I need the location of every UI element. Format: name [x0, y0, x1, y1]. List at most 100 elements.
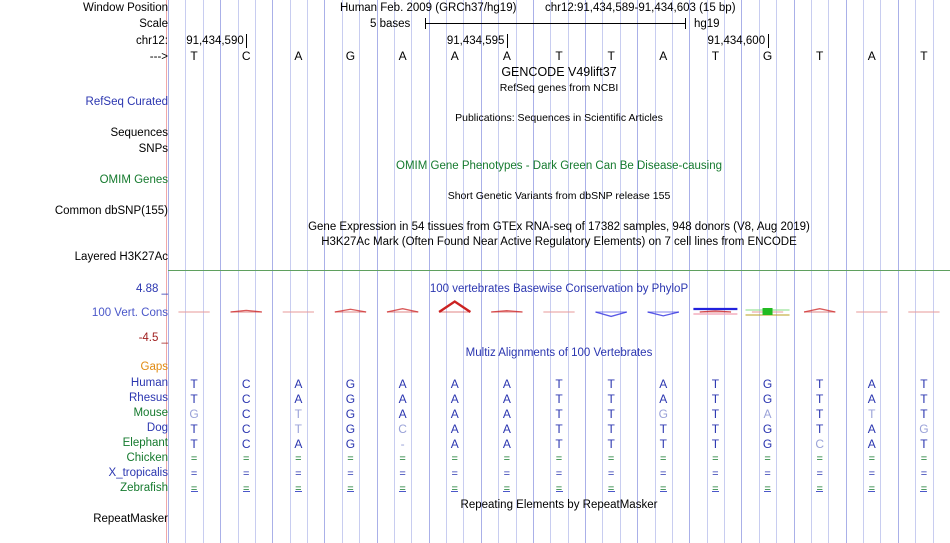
species-label-chicken[interactable]: Chicken — [126, 451, 168, 464]
label-refseq-curated[interactable]: RefSeq Curated — [85, 96, 168, 108]
alignment-base: = — [451, 453, 458, 465]
alignment-base: A — [502, 422, 511, 436]
alignment-base: = — [503, 453, 511, 465]
position-label: chr12:91,434,589-91,434,603 (15 bp) — [545, 2, 736, 14]
alignment-base: = — [555, 453, 563, 465]
alignment-base: = — [660, 483, 667, 495]
alignment-base: = — [920, 468, 928, 480]
alignment-base: A — [450, 377, 459, 391]
alignment-base: G — [762, 392, 773, 406]
label-gaps[interactable]: Gaps — [140, 361, 169, 373]
species-label-elephant[interactable]: Elephant — [122, 436, 168, 449]
caption-repeats: Repeating Elements by RepeatMasker — [460, 499, 658, 511]
alignment-base: = — [242, 453, 250, 465]
alignment-base: T — [815, 377, 824, 391]
alignment-base: T — [607, 392, 615, 406]
alignment-base: = — [555, 483, 563, 495]
alignment-base: C — [241, 377, 251, 391]
repeat-tick — [503, 491, 511, 492]
label-scale: Scale — [139, 18, 168, 30]
phylop-bar — [386, 308, 419, 313]
alignment-base: = — [660, 468, 667, 480]
alignment-base: = — [607, 468, 615, 480]
species-label-dog[interactable]: Dog — [146, 421, 168, 434]
reference-base: A — [398, 49, 407, 63]
alignment-base: A — [398, 407, 407, 421]
reference-base: T — [711, 49, 720, 63]
phylop-bar — [595, 311, 627, 318]
species-label-zebrafish[interactable]: Zebrafish — [120, 481, 168, 494]
alignment-base: = — [399, 453, 406, 465]
alignment-base: T — [555, 422, 563, 436]
alignment-base: T — [555, 392, 563, 406]
alignment-base: = — [868, 453, 876, 465]
alignment-base: G — [658, 407, 668, 421]
reference-base: A — [450, 49, 459, 63]
reference-base: A — [294, 49, 303, 63]
repeatmasker-row — [168, 489, 950, 495]
alignment-base: C — [241, 437, 251, 451]
label-cons-track[interactable]: 100 Vert. Cons — [91, 307, 168, 319]
alignment-base: = — [503, 483, 511, 495]
phylop-bar — [230, 309, 262, 313]
label-common-dbsnp[interactable]: Common dbSNP(155) — [54, 205, 168, 217]
phylop-green-block — [762, 308, 773, 315]
alignment-base: A — [867, 392, 876, 406]
alignment-base: T — [711, 392, 720, 406]
label-repeatmasker[interactable]: RepeatMasker — [93, 513, 168, 525]
alignment-base: G — [345, 422, 356, 436]
alignment-base: T — [711, 407, 720, 421]
alignment-row: =============== — [168, 482, 950, 497]
label-window-position: Window Position — [82, 2, 168, 14]
label-strand-arrow: ---> — [149, 51, 168, 63]
alignment-base: = — [503, 468, 511, 480]
reference-base: T — [815, 49, 824, 63]
ruler-tick — [506, 34, 508, 48]
alignment-base: = — [555, 468, 563, 480]
species-label-rhesus[interactable]: Rhesus — [129, 391, 168, 404]
alignment-base: A — [398, 377, 407, 391]
alignment-base: A — [450, 422, 459, 436]
alignment-row: =============== — [168, 467, 950, 482]
repeat-tick — [190, 491, 198, 492]
repeat-tick — [242, 491, 250, 492]
alignment-base: = — [712, 468, 719, 480]
label-sequences[interactable]: Sequences — [110, 127, 168, 139]
phylop-conservation-plot — [168, 270, 950, 344]
alignment-base: = — [399, 468, 406, 480]
alignment-base: A — [398, 392, 407, 406]
alignment-base: T — [711, 422, 720, 436]
species-label-human[interactable]: Human — [130, 376, 168, 389]
ruler-label: 91,434,600 — [707, 35, 766, 47]
alignment-base: T — [920, 377, 928, 391]
label-snps[interactable]: SNPs — [138, 143, 168, 155]
species-label-mouse[interactable]: Mouse — [133, 406, 168, 419]
alignment-base: A — [867, 377, 876, 391]
label-layered-h3k27ac[interactable]: Layered H3K27Ac — [74, 251, 168, 263]
repeat-tick — [555, 491, 563, 492]
phylop-bar — [491, 310, 523, 313]
alignment-row: =============== — [168, 452, 950, 467]
phylop-bar — [699, 310, 732, 313]
alignment-base: = — [295, 453, 302, 465]
alignment-base: T — [294, 407, 302, 421]
alignment-base: = — [242, 468, 250, 480]
alignment-base: = — [399, 483, 406, 495]
label-omim-genes[interactable]: OMIM Genes — [99, 174, 168, 186]
caption-refseq-ncbi: RefSeq genes from NCBI — [499, 82, 619, 94]
alignment-base: T — [607, 377, 615, 391]
side-panel-separator — [166, 0, 167, 543]
alignment-base: T — [190, 422, 198, 436]
alignment-base: T — [555, 437, 563, 451]
scale-bar — [425, 18, 686, 29]
repeat-tick — [764, 491, 772, 492]
alignment-base: T — [659, 422, 667, 436]
alignment-base: T — [815, 422, 824, 436]
species-label-x_tropicalis[interactable]: X_tropicalis — [108, 466, 168, 479]
alignment-base: = — [920, 483, 928, 495]
label-cons-max: 4.88 _ — [136, 283, 168, 295]
reference-base: T — [920, 49, 928, 63]
